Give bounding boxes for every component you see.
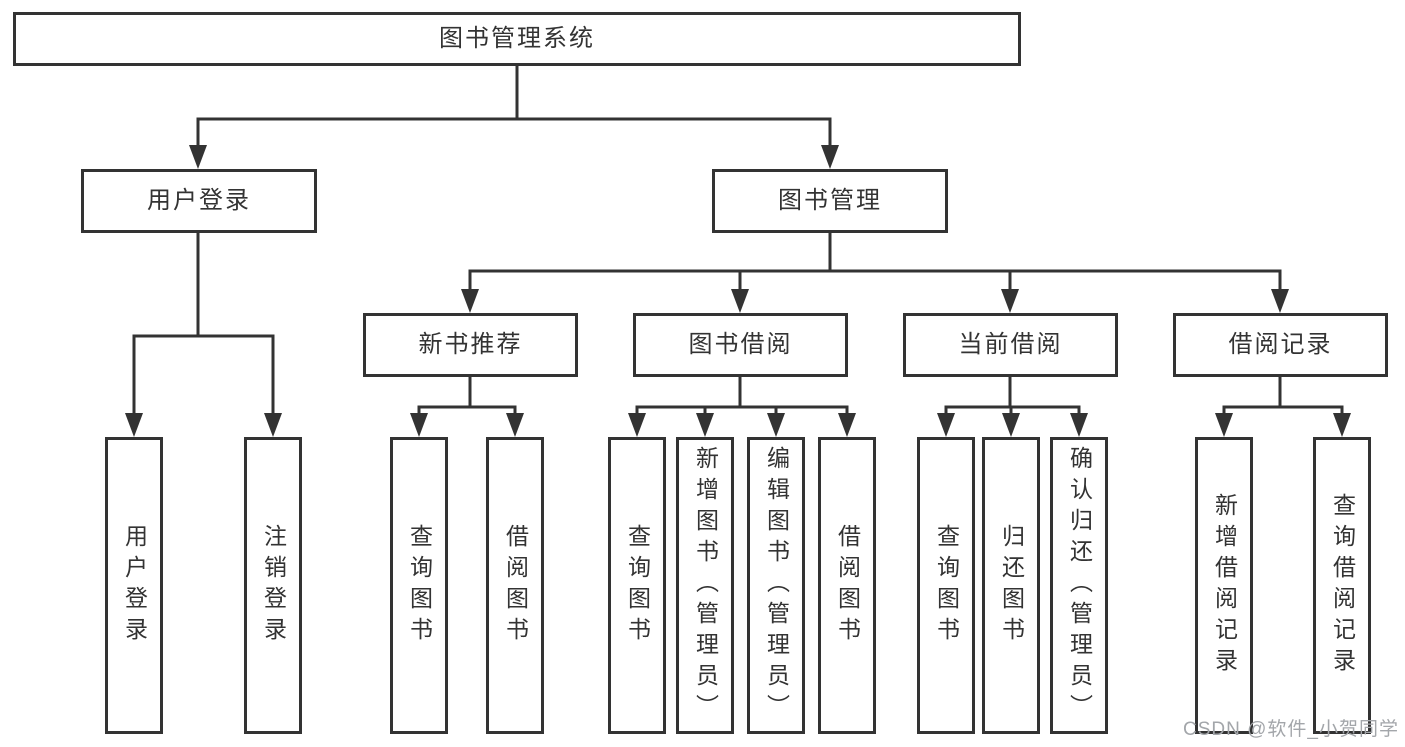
leaf-add-borrow-record: 新增借阅记录 (1195, 437, 1253, 734)
leaf-add-book-admin: 新增图书（管理员） (676, 437, 734, 734)
leaf-logout: 注销登录 (244, 437, 302, 734)
node-user-login: 用户登录 (81, 169, 317, 233)
leaf-borrow-books-1: 借阅图书 (486, 437, 544, 734)
node-current-borrowing: 当前借阅 (903, 313, 1118, 377)
watermark: CSDN @软件_小贺同学 (1183, 719, 1399, 740)
node-new-book-recommendation: 新书推荐 (363, 313, 578, 377)
leaf-query-books-2: 查询图书 (608, 437, 666, 734)
leaf-edit-book-admin: 编辑图书（管理员） (747, 437, 805, 734)
node-root: 图书管理系统 (13, 12, 1021, 66)
leaf-user-login: 用户登录 (105, 437, 163, 734)
node-book-borrowing: 图书借阅 (633, 313, 848, 377)
leaf-borrow-books-2: 借阅图书 (818, 437, 876, 734)
leaf-query-books-1: 查询图书 (390, 437, 448, 734)
node-book-management: 图书管理 (712, 169, 948, 233)
leaf-return-book: 归还图书 (982, 437, 1040, 734)
node-borrowing-records: 借阅记录 (1173, 313, 1388, 377)
leaf-query-borrow-record: 查询借阅记录 (1313, 437, 1371, 734)
leaf-query-books-3: 查询图书 (917, 437, 975, 734)
leaf-confirm-return-admin: 确认归还（管理员） (1050, 437, 1108, 734)
